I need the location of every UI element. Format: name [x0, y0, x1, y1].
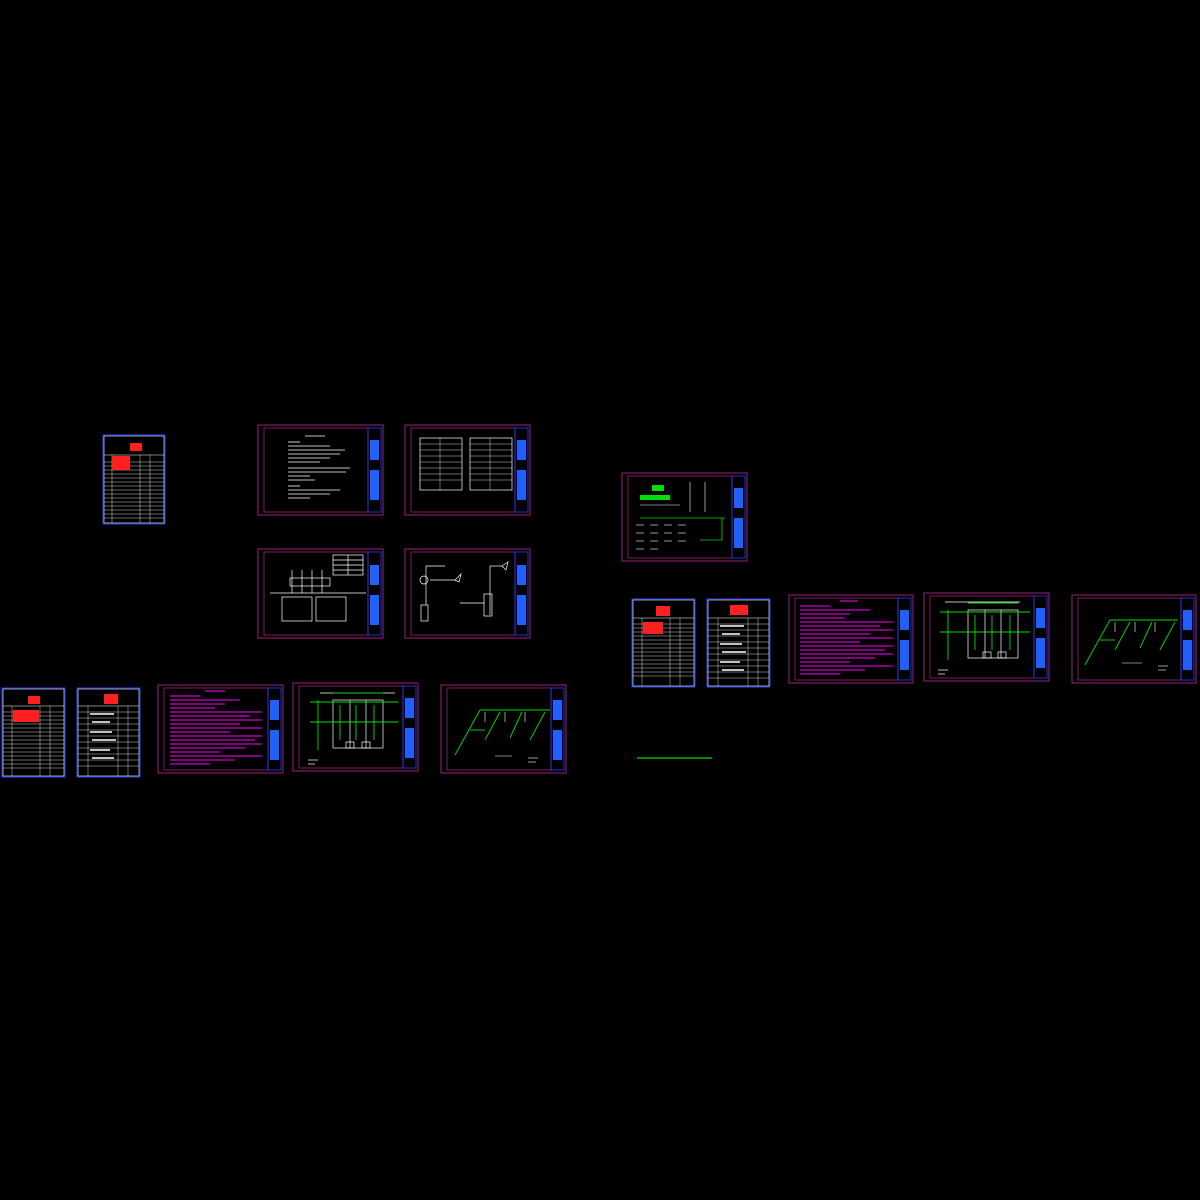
sheet-plan-2[interactable]	[923, 592, 1050, 682]
sheet-power[interactable]	[257, 548, 384, 639]
sheet-isometric[interactable]	[440, 684, 567, 774]
sheet-isometric-2[interactable]	[1071, 594, 1197, 684]
sheet-index[interactable]	[102, 434, 166, 525]
sheet-plan[interactable]	[292, 682, 419, 772]
sheet-notes[interactable]	[257, 424, 384, 516]
sheet-system[interactable]	[621, 472, 748, 562]
sheet-index-2a[interactable]	[1, 687, 66, 778]
sheet-text-2[interactable]	[788, 594, 914, 684]
sheet-text[interactable]	[157, 684, 284, 774]
sheet-index-2b[interactable]	[76, 687, 141, 778]
sheet-index-3b[interactable]	[706, 598, 771, 688]
sheet-index-3a[interactable]	[631, 598, 696, 688]
sheet-elevation[interactable]	[404, 548, 531, 639]
sheet-tables[interactable]	[404, 424, 531, 516]
